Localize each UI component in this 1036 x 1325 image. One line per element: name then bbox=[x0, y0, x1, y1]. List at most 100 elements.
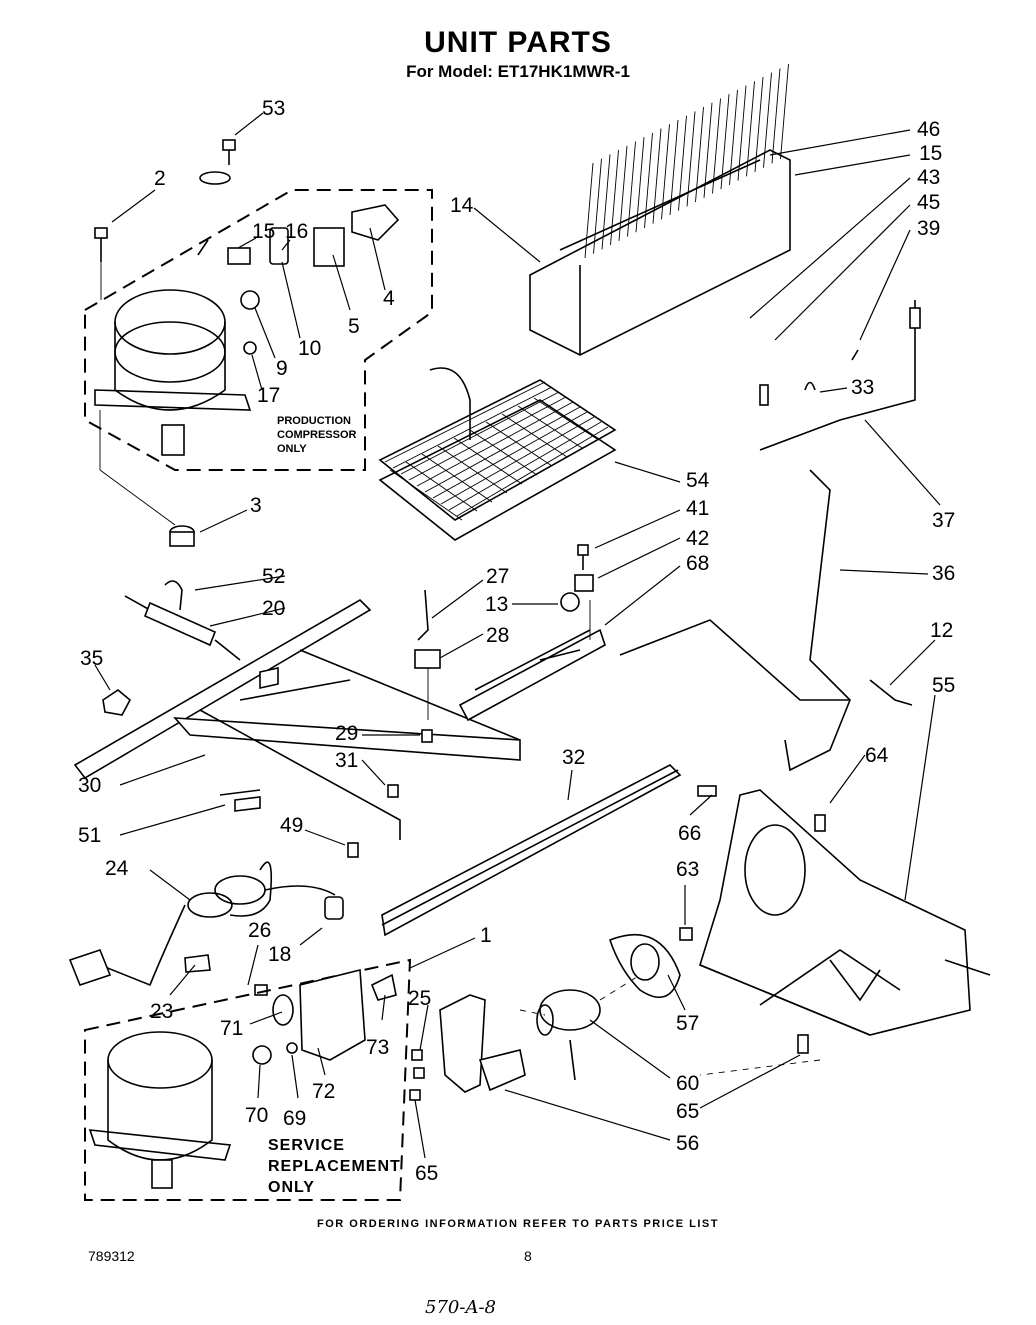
callout-71: 71 bbox=[220, 1017, 243, 1040]
evaporator-wire bbox=[456, 426, 609, 517]
condenser-fin bbox=[771, 68, 781, 164]
condenser-fin bbox=[703, 102, 713, 198]
tubing bbox=[619, 300, 921, 772]
handwritten-note: 570-A-8 bbox=[425, 1297, 496, 1318]
drier-20 bbox=[102, 580, 241, 716]
callout-46: 46 bbox=[917, 118, 940, 141]
callout-28: 28 bbox=[486, 624, 509, 647]
callout-73: 73 bbox=[366, 1036, 389, 1059]
page-number: 8 bbox=[524, 1248, 532, 1264]
callout-25: 25 bbox=[408, 987, 431, 1010]
condenser-fin bbox=[695, 107, 704, 203]
evaporator-tube bbox=[405, 461, 478, 512]
page-title: UNIT PARTS bbox=[424, 26, 612, 59]
small-hardware bbox=[234, 544, 594, 858]
model-subtitle: For Model: ET17HK1MWR-1 bbox=[406, 62, 630, 81]
callout-37: 37 bbox=[932, 509, 955, 532]
callout-2: 2 bbox=[154, 167, 166, 190]
fan-assembly bbox=[409, 927, 693, 1101]
callout-65b: 65 bbox=[415, 1162, 438, 1185]
condenser-fin bbox=[584, 162, 594, 259]
base-frame-30 bbox=[73, 598, 521, 840]
callout-32: 32 bbox=[562, 746, 585, 769]
ordering-info-footer: FOR ORDERING INFORMATION REFER TO PARTS … bbox=[317, 1218, 719, 1230]
callout-56: 56 bbox=[676, 1132, 699, 1155]
evaporator-wire bbox=[448, 421, 602, 511]
callout-18: 18 bbox=[268, 943, 291, 966]
callout-27: 27 bbox=[486, 565, 509, 588]
callout-10: 10 bbox=[298, 337, 321, 360]
condenser-fin bbox=[593, 158, 602, 254]
callout-14: 14 bbox=[450, 194, 474, 217]
callout-51: 51 bbox=[78, 824, 101, 847]
service-compressor bbox=[88, 968, 397, 1189]
evaporator-tube bbox=[533, 397, 598, 440]
callout-52: 52 bbox=[262, 565, 285, 588]
evaporator-tube bbox=[517, 405, 583, 449]
evaporator-tube bbox=[469, 429, 538, 476]
callout-20: 20 bbox=[262, 597, 285, 620]
production-compressor bbox=[94, 289, 252, 456]
callout-65a: 65 bbox=[676, 1100, 699, 1123]
note-production-line2: COMPRESSOR bbox=[277, 429, 357, 441]
evaporator-wire bbox=[416, 401, 574, 487]
condenser-fin bbox=[601, 154, 611, 250]
condenser-fin bbox=[737, 85, 747, 181]
callout-49: 49 bbox=[280, 814, 303, 837]
callout-45: 45 bbox=[917, 191, 940, 214]
condenser-fin bbox=[780, 64, 789, 160]
leader-lines bbox=[94, 112, 941, 1159]
callout-16: 16 bbox=[285, 220, 308, 243]
condenser-14 bbox=[529, 64, 791, 356]
condenser-fin bbox=[618, 145, 628, 241]
note-production-line1: PRODUCTION bbox=[277, 415, 351, 427]
callout-5: 5 bbox=[348, 315, 360, 338]
callout-57: 57 bbox=[676, 1012, 699, 1035]
condenser-fin bbox=[763, 72, 772, 168]
rail-32 bbox=[381, 764, 717, 937]
condenser-fin bbox=[635, 137, 645, 233]
callout-39: 39 bbox=[917, 217, 940, 240]
evaporator-wire bbox=[384, 381, 546, 463]
evaporator-wire bbox=[408, 396, 567, 481]
callout-36: 36 bbox=[932, 562, 955, 585]
callout-26: 26 bbox=[248, 919, 271, 942]
evaporator-tube bbox=[437, 445, 508, 494]
callout-15b: 15 bbox=[919, 142, 942, 165]
note-production-line3: ONLY bbox=[277, 443, 307, 455]
callout-17: 17 bbox=[257, 384, 280, 407]
condenser-fin bbox=[644, 132, 653, 228]
bracket-55 bbox=[699, 789, 991, 1054]
callout-3: 3 bbox=[250, 494, 262, 517]
condenser-fin bbox=[627, 141, 636, 237]
callout-66: 66 bbox=[678, 822, 701, 845]
callout-29: 29 bbox=[335, 722, 358, 745]
callout-69: 69 bbox=[283, 1107, 306, 1130]
evaporator-tube bbox=[389, 469, 463, 521]
evaporator-tube bbox=[421, 453, 493, 503]
condenser-fin bbox=[661, 124, 670, 220]
callout-41: 41 bbox=[686, 497, 709, 520]
callout-15: 15 bbox=[252, 220, 275, 243]
evaporator-wire bbox=[440, 416, 595, 505]
callout-53: 53 bbox=[262, 97, 285, 120]
callout-43: 43 bbox=[917, 166, 940, 189]
callout-33: 33 bbox=[851, 376, 874, 399]
production-compressor-region bbox=[84, 189, 433, 471]
callout-13: 13 bbox=[485, 593, 508, 616]
drain-trough-68 bbox=[458, 628, 606, 722]
callout-63: 63 bbox=[676, 858, 699, 881]
callout-68: 68 bbox=[686, 552, 709, 575]
condenser-fin bbox=[669, 119, 679, 216]
power-cord-24 bbox=[68, 861, 344, 996]
callout-42: 42 bbox=[686, 527, 709, 550]
condenser-fin bbox=[720, 94, 730, 190]
screw-2 bbox=[94, 227, 108, 300]
callout-4: 4 bbox=[383, 287, 395, 310]
callout-60: 60 bbox=[676, 1072, 699, 1095]
evaporator-tube bbox=[453, 437, 523, 485]
note-service-line3: ONLY bbox=[268, 1179, 315, 1196]
callout-31: 31 bbox=[335, 749, 358, 772]
grommet-3 bbox=[99, 410, 195, 547]
